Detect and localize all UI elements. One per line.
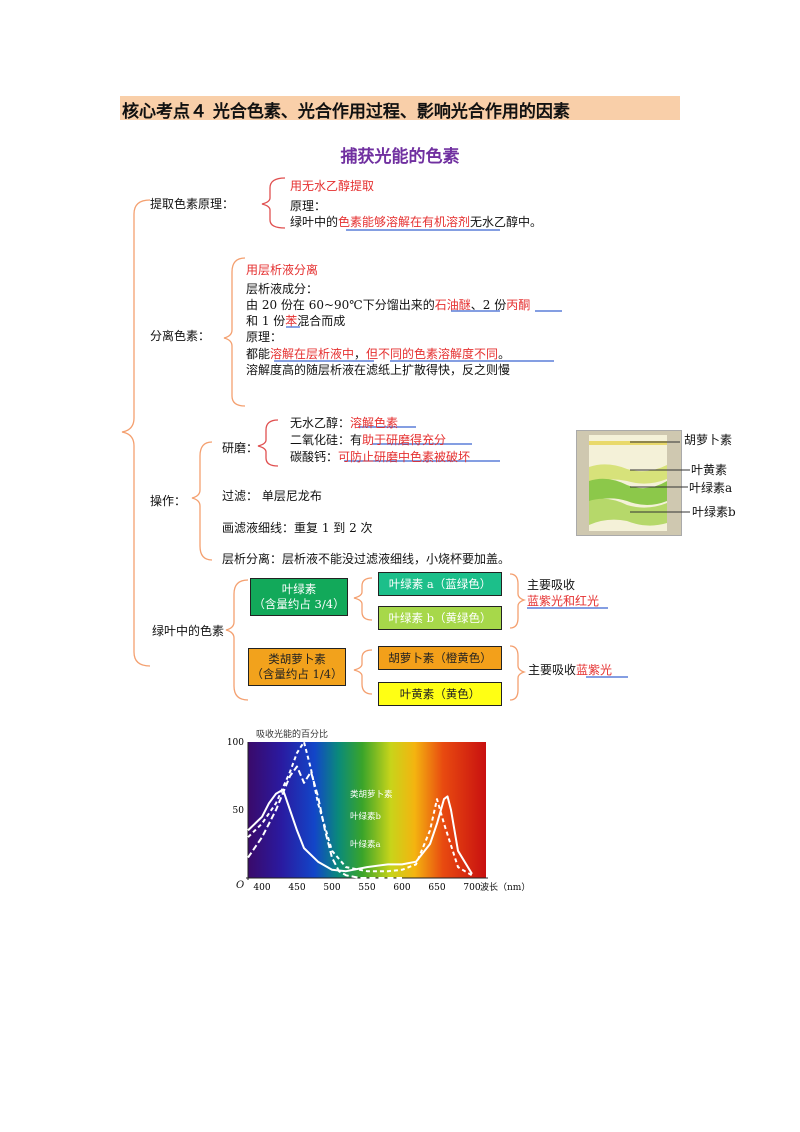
chl-b-box: 叶绿素 b（黄绿色） xyxy=(378,606,502,630)
separate-line-5: 原理： xyxy=(246,330,283,344)
extract-principle-label: 原理： xyxy=(290,199,327,213)
absorb-chl-value: 蓝紫光和红光 xyxy=(527,594,600,608)
chlorophyll-box: 叶绿素（含量约占 3/4） xyxy=(250,578,348,616)
x-tick-label: 650 xyxy=(428,883,445,893)
series-line-0 xyxy=(247,765,402,879)
draw-line-step: 画滤液细线：重复 1 到 2 次 xyxy=(222,521,373,535)
pigments-label: 绿叶中的色素 xyxy=(152,624,225,638)
grind-item-ethanol: 无水乙醇：溶解色素 xyxy=(290,416,399,430)
series-line-1 xyxy=(247,741,473,877)
separate-line-3: 由 20 份在 60~90℃下分馏出来的石油醚、2 份丙酮 xyxy=(246,298,531,312)
grind-item-silica: 二氧化硅：有助于研磨得充分 xyxy=(290,433,447,447)
absorb-chl-label: 主要吸收 xyxy=(527,578,576,592)
x-tick-label: 400 xyxy=(253,883,270,893)
chromatography-photo xyxy=(576,430,682,536)
separate-line-4: 和 1 份苯混合而成 xyxy=(246,314,346,328)
absorption-chart: 400 450 500 550 600 650 700 50 100 吸收光能的百分比 O 波长… xyxy=(228,722,538,894)
x-tick-label: 500 xyxy=(323,883,340,893)
xanthophyll-box: 叶黄素（黄色） xyxy=(378,682,502,706)
chart-origin: O xyxy=(236,880,245,891)
extract-method: 用无水乙醇提取 xyxy=(290,179,375,193)
extract-label: 提取色素原理： xyxy=(150,197,235,211)
chromatography-strip xyxy=(577,431,681,535)
absorb-car-label: 主要吸收蓝紫光 xyxy=(528,663,613,677)
strip-label-chl-a: 叶绿素a xyxy=(689,481,733,495)
strip-label-xanthophyll: 叶黄素 xyxy=(691,463,728,477)
y-tick-label: 100 xyxy=(228,738,244,748)
x-tick-label: 600 xyxy=(393,883,410,893)
grind-label: 研磨： xyxy=(222,441,259,455)
series-label-chl-b: 叶绿素b xyxy=(350,812,381,822)
strip-label-carotene: 胡萝卜素 xyxy=(684,433,733,447)
series-label-chl-a: 叶绿素a xyxy=(350,840,381,850)
separate-line-7: 溶解度高的随层析液在滤纸上扩散得快，反之则慢 xyxy=(246,363,511,377)
header-bar xyxy=(120,96,680,120)
page-title: 捕获光能的色素 xyxy=(340,147,460,167)
carotenoid-box: 类胡萝卜素（含量约占 1/4） xyxy=(248,648,346,686)
separate-label: 分离色素： xyxy=(150,329,211,343)
chl-a-box: 叶绿素 a（蓝绿色） xyxy=(378,572,502,596)
x-tick-label: 700 xyxy=(463,883,480,893)
series-line-2 xyxy=(247,788,473,875)
separate-line-6: 都能溶解在层析液中，但不同的色素溶解度不同。 xyxy=(246,347,511,361)
operation-label: 操作： xyxy=(150,494,187,508)
separate-method: 用层析液分离 xyxy=(246,263,319,277)
grind-item-caco3: 碳酸钙：可防止研磨中色素被破坏 xyxy=(290,450,471,464)
carotene-box: 胡萝卜素（橙黄色） xyxy=(378,646,502,670)
chart-xlabel: 波长（nm） xyxy=(480,883,531,893)
section-header: 核心考点４ 光合色素、光合作用过程、影响光合作用的因素 xyxy=(122,102,570,122)
spectrum-background xyxy=(248,742,486,878)
x-tick-label: 550 xyxy=(358,883,375,893)
chart-ylabel: 吸收光能的百分比 xyxy=(256,730,329,740)
strip-label-chl-b: 叶绿素b xyxy=(692,505,736,519)
extract-principle: 绿叶中的色素能够溶解在有机溶剂无水乙醇中。 xyxy=(290,215,543,229)
x-tick-label: 450 xyxy=(288,883,305,893)
absorption-chart-svg: 400 450 500 550 600 650 700 50 100 xyxy=(228,738,488,893)
y-tick-label: 50 xyxy=(233,806,245,816)
filter-step: 过滤： 单层尼龙布 xyxy=(222,489,322,503)
series-label-carotenoid: 类胡萝卜素 xyxy=(350,790,393,800)
separate-line-2: 层析液成分： xyxy=(246,282,319,296)
chromatography-step: 层析分离：层析液不能没过滤液细线，小烧杯要加盖。 xyxy=(222,552,511,566)
